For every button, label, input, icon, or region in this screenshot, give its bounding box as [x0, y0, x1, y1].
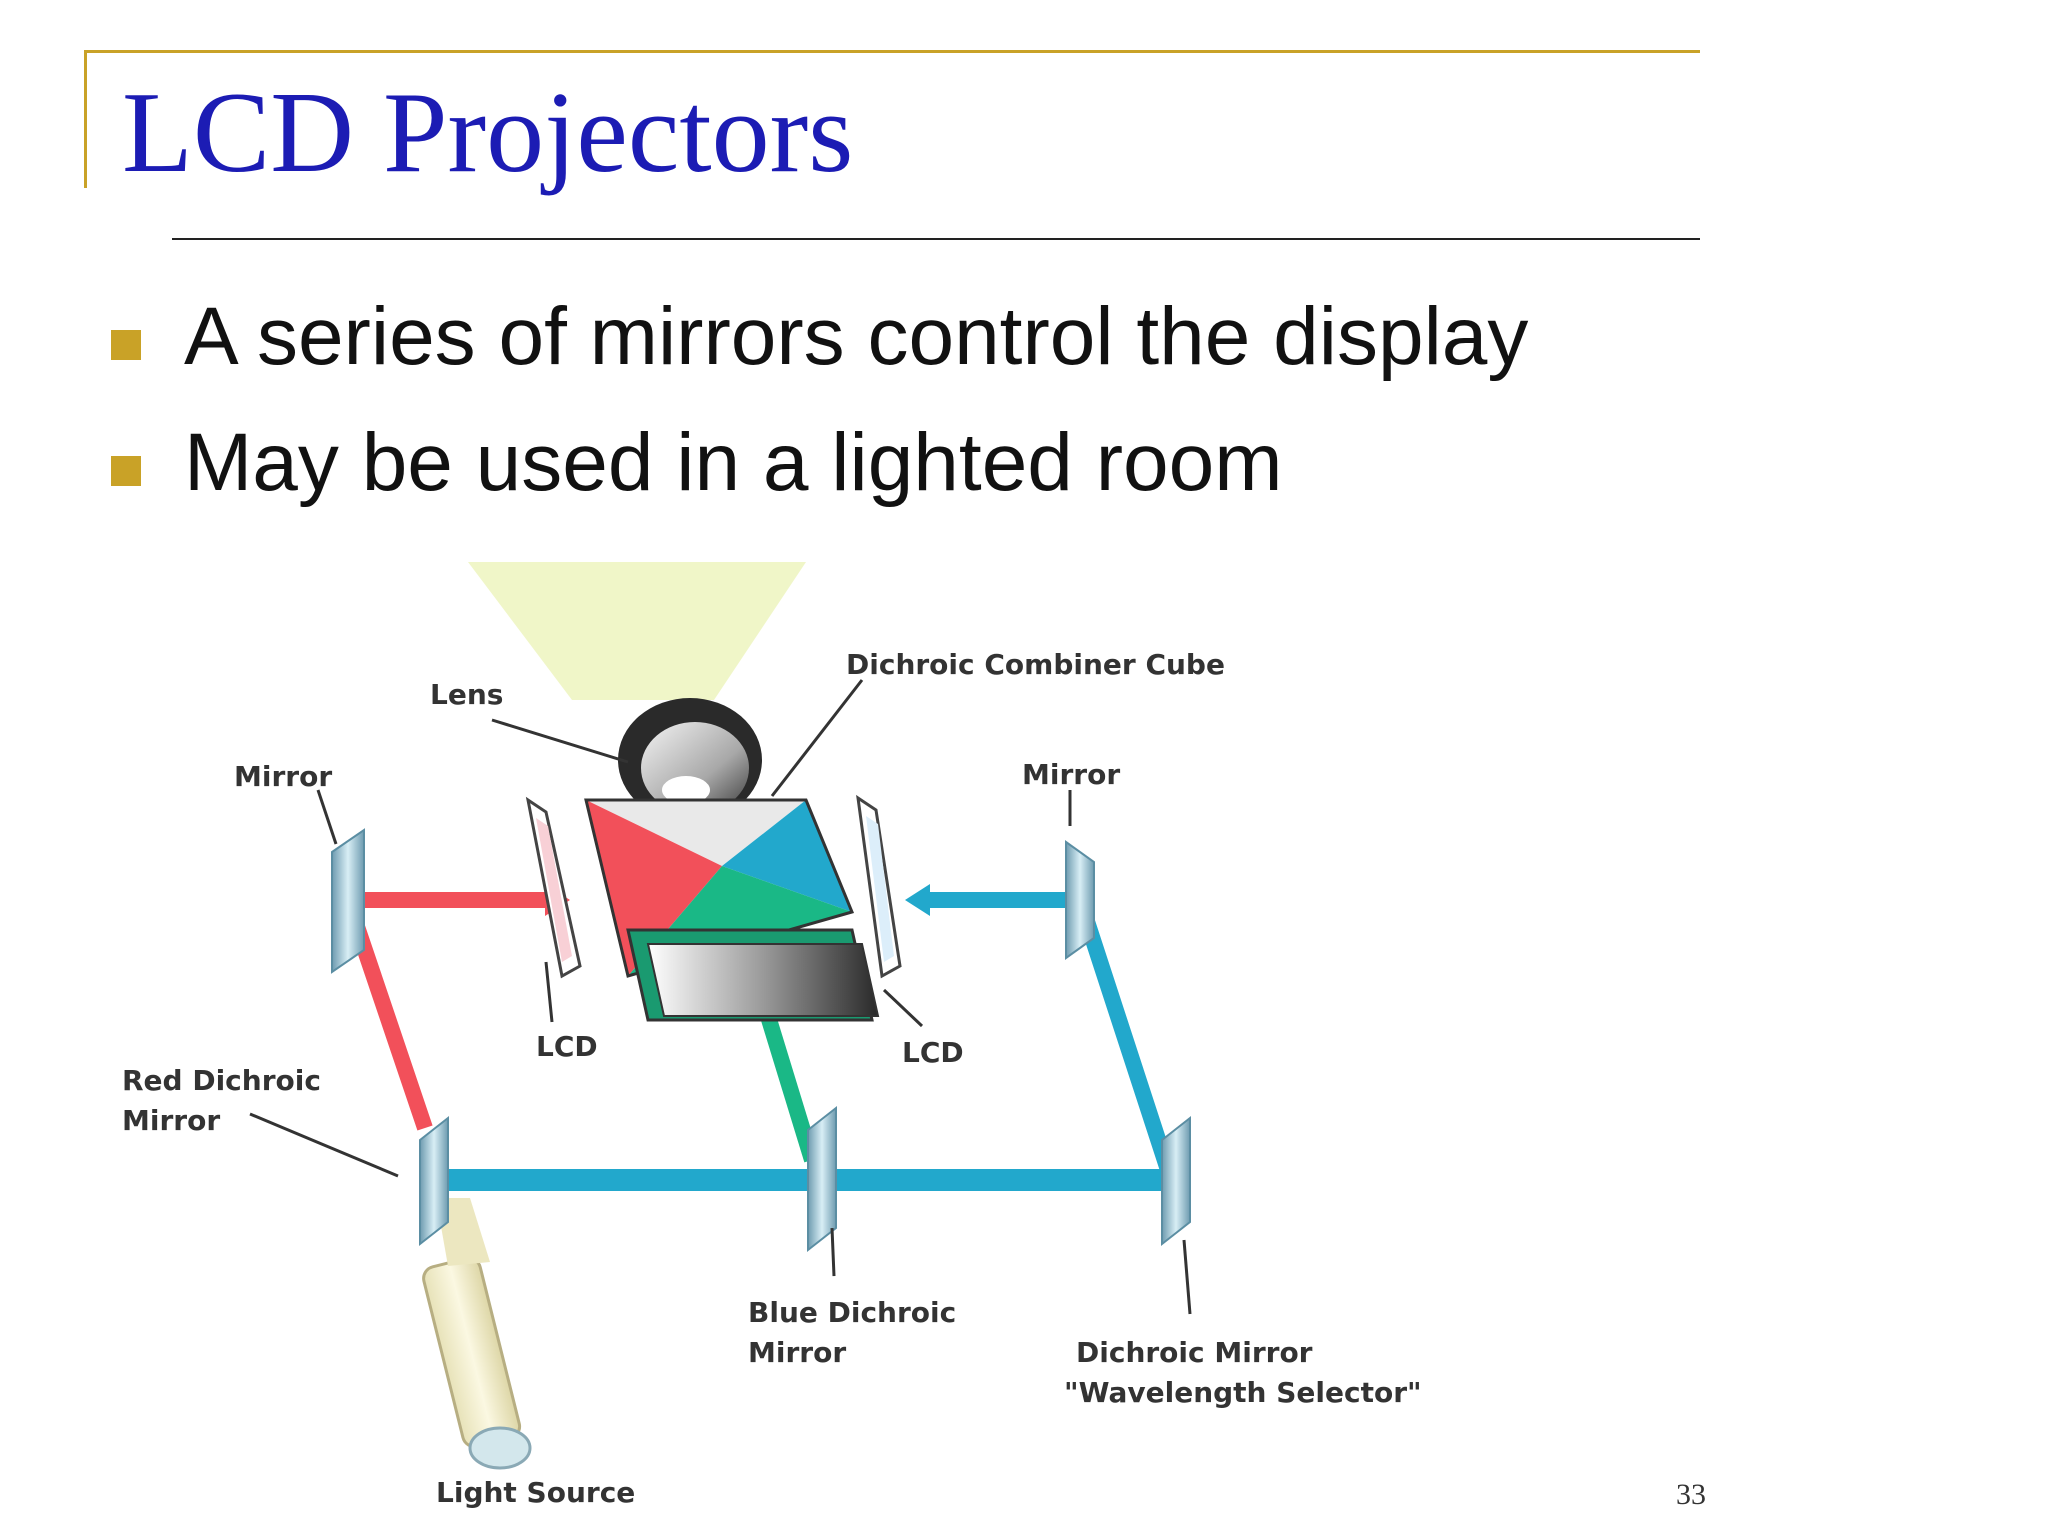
blue-dichroic-mirror [807, 1105, 837, 1253]
slide-title: LCD Projectors [122, 69, 854, 197]
bullet-square-icon [111, 330, 141, 360]
label-mirror-right: Mirror [1022, 758, 1120, 791]
blue-arrow-head [905, 884, 930, 916]
bullet-text: May be used in a lighted room [184, 417, 1283, 508]
dichroic-wavelength-selector-mirror [1161, 1115, 1191, 1247]
lamp-body [422, 1256, 522, 1449]
label-dichroic-selector-line1: Dichroic Mirror [1076, 1336, 1313, 1369]
label-lens: Lens [430, 678, 503, 711]
bullet-text: A series of mirrors control the display [184, 291, 1529, 382]
label-mirror-left: Mirror [234, 760, 332, 793]
label-dichroic-selector-line2: "Wavelength Selector" [1064, 1376, 1422, 1409]
lcd-panel-left [525, 796, 582, 979]
lamp-bulb-icon [468, 1426, 532, 1470]
label-blue-dichroic-line2: Mirror [748, 1336, 846, 1369]
label-red-dichroic-line1: Red Dichroic [122, 1064, 321, 1097]
label-light-source: Light Source [436, 1476, 635, 1509]
page-number: 33 [1676, 1478, 1706, 1511]
red-dichroic-mirror [419, 1115, 449, 1247]
label-lcd-right: LCD [902, 1036, 964, 1069]
title-underline [172, 238, 1700, 240]
mirror-top-left [331, 828, 365, 974]
title-frame-top-border [84, 50, 1700, 53]
lens-assembly [618, 698, 762, 822]
lamp-beam [436, 1198, 490, 1266]
title-frame-left-border [84, 50, 87, 188]
label-red-dichroic-line2: Mirror [122, 1104, 220, 1137]
label-lcd-left: LCD [536, 1030, 598, 1063]
leader-lines [249, 679, 1192, 1315]
lcd-panel-right [856, 794, 902, 979]
lcd-panel-bottom [626, 928, 880, 1022]
mirror-top-right [1065, 840, 1095, 960]
blue-right-light-path [930, 892, 1176, 1173]
label-dichroic-combiner-cube: Dichroic Combiner Cube [846, 648, 1225, 681]
red-light-path [336, 892, 545, 1131]
bullet-square-icon [111, 456, 141, 486]
projection-light-cone [468, 562, 806, 700]
label-blue-dichroic-line1: Blue Dichroic [748, 1296, 956, 1329]
